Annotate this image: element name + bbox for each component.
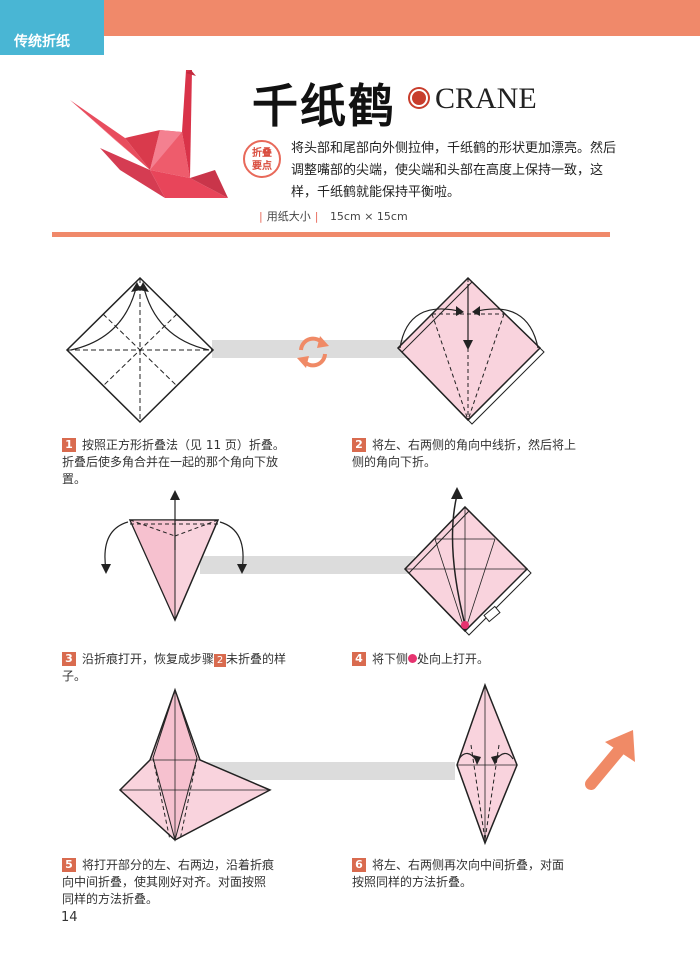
header-band: [104, 0, 700, 36]
paper-size-value: 15cm × 15cm: [329, 210, 408, 223]
step-6-diagram: [456, 682, 518, 846]
pink-marker-icon: [408, 654, 418, 663]
step-text: 将左、右两侧再次向中间折叠，对面按照同样的方法折叠。: [352, 858, 565, 889]
title-bullet-icon: [412, 91, 426, 105]
paper-size-divider: |: [259, 210, 263, 223]
step-text: 沿折痕打开，恢复成步骤: [82, 652, 215, 666]
step-reference: 2: [214, 654, 227, 667]
step-number: 2: [352, 438, 366, 452]
connector-bar: [200, 762, 455, 780]
section-tab-label: 传统折纸: [14, 34, 70, 50]
rotate-icon: [297, 336, 329, 368]
section-tab: 传统折纸: [0, 0, 104, 55]
step-4-diagram: [403, 487, 532, 636]
step-number: 5: [62, 858, 76, 872]
crane-illustration: [70, 70, 228, 198]
paper-size: |用纸大小| 15cm × 15cm: [255, 208, 408, 224]
connector-bar: [212, 340, 412, 358]
step-text: 处向上打开。: [417, 652, 490, 666]
header-divider: [52, 232, 610, 237]
step-5-diagram: [118, 687, 272, 842]
tip-badge-line1: 折叠: [252, 148, 272, 159]
paper-size-label: 用纸大小: [266, 210, 311, 223]
tip-text: 将头部和尾部向外侧拉伸，千纸鹤的形状更加漂亮。然后调整嘴部的尖端，使尖端和头部在…: [291, 141, 617, 200]
step-2-diagram: [396, 276, 545, 425]
paper-size-divider: |: [314, 210, 319, 223]
next-arrow-icon[interactable]: [585, 728, 637, 790]
step-text: 按照正方形折叠法（见 11 页）折叠。折叠后使多角合并在一起的那个角向下放置。: [62, 438, 285, 486]
title-english: CRANE: [435, 82, 537, 115]
step-number: 3: [62, 652, 76, 666]
step-3-diagram: [101, 490, 247, 622]
page-number: 14: [61, 910, 78, 925]
connector-bar: [200, 556, 415, 574]
step-text: 将左、右两侧的角向中线折，然后将上侧的角向下折。: [352, 438, 577, 469]
tip-badge-line2: 要点: [252, 161, 272, 172]
page-title: 千纸鹤: [252, 79, 396, 133]
step-text: 将打开部分的左、右两边，沿着折痕向中间折叠，使其刚好对齐。对面按照同样的方法折叠…: [62, 858, 275, 906]
step-1-diagram: [65, 276, 215, 424]
step-number: 1: [62, 438, 76, 452]
step-4: 4 将下侧处向上打开。: [352, 651, 577, 668]
step-number: 4: [352, 652, 366, 666]
step-number: 6: [352, 858, 366, 872]
step-text: 未折叠的样子。: [62, 652, 287, 683]
step-text: 将下侧: [372, 652, 409, 666]
tip-badge: 折叠 要点: [243, 140, 281, 178]
